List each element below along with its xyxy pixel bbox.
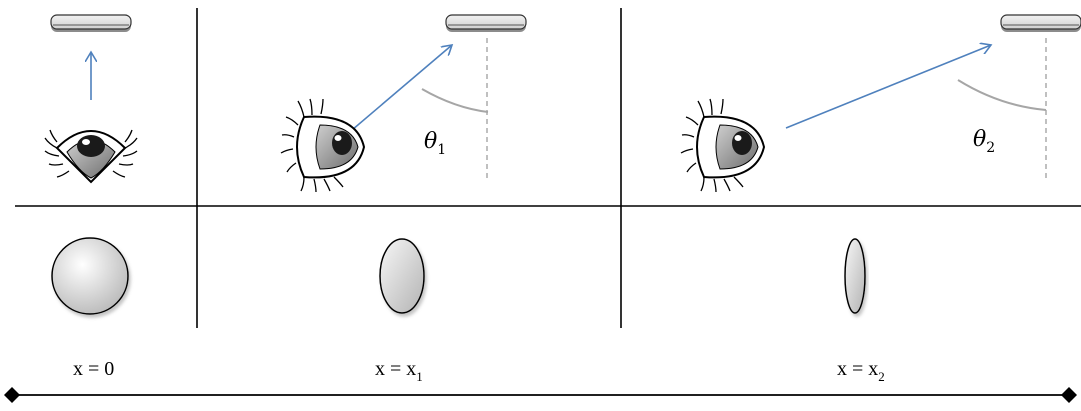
ellipse-shape xyxy=(845,239,865,313)
ellipse-shape xyxy=(380,239,424,313)
angle-label-theta-2: θ2 xyxy=(973,127,995,156)
eye-icon xyxy=(681,99,764,192)
axis-diamond-end-icon xyxy=(1061,387,1077,403)
sight-arrow xyxy=(786,45,991,128)
position-label-x1: x = x1 xyxy=(375,358,423,384)
eye-icon xyxy=(281,99,364,192)
angle-arc xyxy=(958,80,1046,110)
eye-icon xyxy=(45,130,137,182)
panel-x2: θ2 xyxy=(681,15,1081,313)
position-label-x0: x = 0 xyxy=(73,358,114,380)
axis-diamond-end-icon xyxy=(4,387,20,403)
position-labels: x = 0 x = x1 x = x2 xyxy=(73,358,885,384)
circle-shape xyxy=(52,238,128,314)
disc-icon xyxy=(446,15,526,32)
disc-icon xyxy=(51,15,131,32)
disc-icon xyxy=(1001,15,1081,32)
angle-arc xyxy=(422,89,488,112)
grid xyxy=(15,8,1081,328)
panel-x0 xyxy=(45,15,137,314)
panel-x1: θ1 xyxy=(281,15,526,313)
position-axis xyxy=(4,387,1077,403)
position-label-x2: x = x2 xyxy=(837,358,885,384)
angle-label-theta-1: θ1 xyxy=(424,129,446,158)
sight-arrow xyxy=(352,45,452,130)
